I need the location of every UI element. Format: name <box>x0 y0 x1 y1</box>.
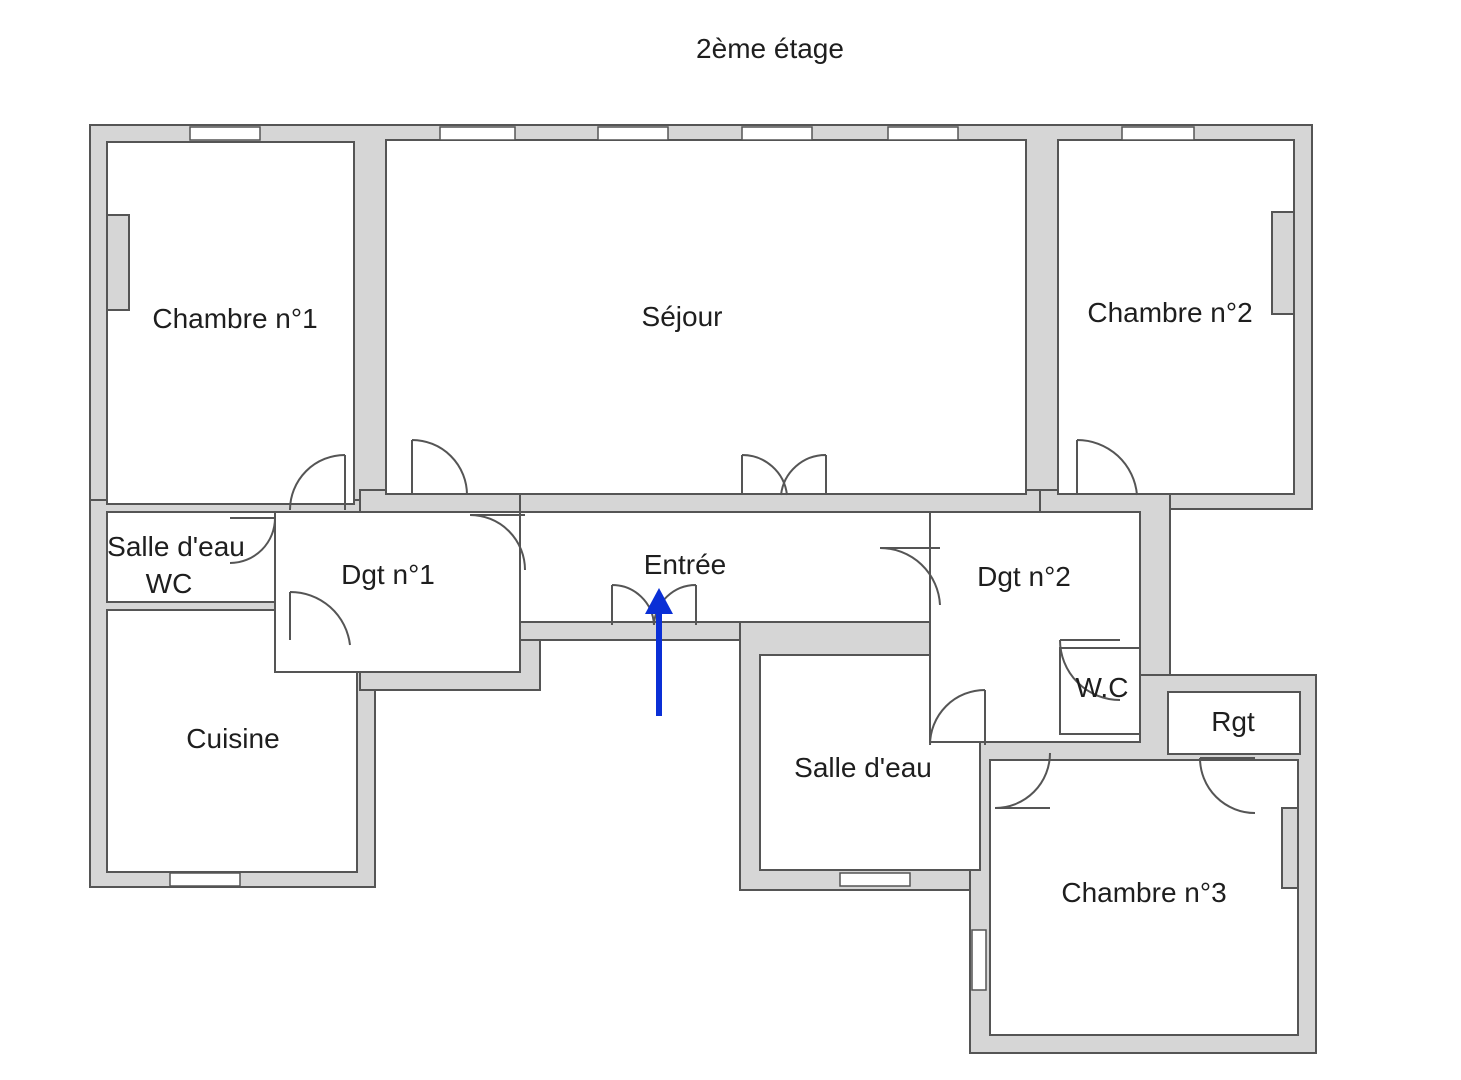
chambre2-area <box>1057 139 1295 495</box>
window <box>597 126 669 141</box>
label-sejour: Séjour <box>642 301 723 332</box>
label-dgt1: Dgt n°1 <box>341 559 435 590</box>
floor-title: 2ème étage <box>696 33 844 64</box>
label-entree: Entrée <box>644 549 727 580</box>
wc2-area <box>1059 647 1141 735</box>
window <box>1121 126 1195 141</box>
windows <box>169 126 1195 991</box>
door-sejour-left <box>411 439 468 496</box>
door-rgt <box>1199 757 1256 814</box>
label-salle-eau-1: Salle d'eau <box>107 531 245 562</box>
door-chambre3 <box>994 752 1051 809</box>
window <box>169 872 241 887</box>
door-salle-eau-1 <box>229 517 276 564</box>
chimney-chambre1 <box>106 214 130 311</box>
arrow-head-icon <box>645 588 673 614</box>
dgt1-area <box>274 511 521 673</box>
window <box>887 126 959 141</box>
door-salle-eau-2 <box>929 689 986 746</box>
doors <box>229 438 1256 814</box>
room-labels: Chambre n°1 Séjour Chambre n°2 Salle d'e… <box>107 297 1255 908</box>
door-wc2 <box>1059 639 1121 701</box>
door-chambre2 <box>1076 438 1138 496</box>
door-chambre1 <box>289 454 346 511</box>
chimney-chambre3 <box>1281 807 1299 889</box>
entree-area <box>519 511 931 623</box>
window <box>839 872 911 887</box>
room-interiors <box>106 139 1301 1036</box>
door-entree-dgt2 <box>879 546 941 606</box>
door-dgt1 <box>469 514 526 571</box>
label-wc-1: WC <box>146 568 193 599</box>
door-sejour-double <box>741 453 827 496</box>
label-chambre1: Chambre n°1 <box>152 303 317 334</box>
label-dgt2: Dgt n°2 <box>977 561 1071 592</box>
label-wc-2: W.C <box>1076 672 1129 703</box>
window <box>971 929 987 991</box>
label-salle-eau-2: Salle d'eau <box>794 752 932 783</box>
chimneys <box>106 211 1299 889</box>
label-rgt: Rgt <box>1211 706 1255 737</box>
window <box>439 126 516 141</box>
window <box>189 126 261 141</box>
chimney-chambre2 <box>1271 211 1295 315</box>
entrance-arrow <box>645 588 673 716</box>
chambre3-area <box>989 759 1299 1036</box>
window <box>741 126 813 141</box>
chambre1-area <box>106 141 355 505</box>
rgt-area <box>1167 691 1301 755</box>
label-cuisine: Cuisine <box>186 723 279 754</box>
label-chambre3: Chambre n°3 <box>1061 877 1226 908</box>
door-cuisine <box>289 590 351 646</box>
sejour-area <box>385 139 1027 495</box>
door-entree-double <box>611 583 697 626</box>
label-chambre2: Chambre n°2 <box>1087 297 1252 328</box>
